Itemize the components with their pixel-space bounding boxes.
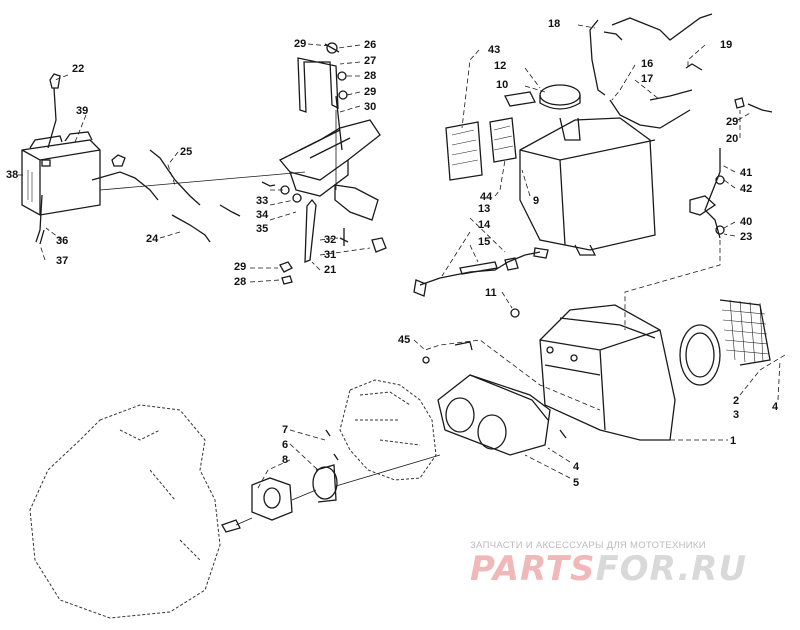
- callout-14: 14: [478, 219, 491, 231]
- callout-17: 17: [641, 73, 653, 85]
- callout-24: 24: [146, 233, 159, 245]
- callout-4: 4: [573, 461, 580, 473]
- callout-2: 2: [733, 395, 739, 407]
- callout-29: 29: [726, 116, 738, 128]
- callout-35: 35: [256, 223, 268, 235]
- watermark: ЗАПЧАСТИ И АКСЕССУАРЫ ДЛЯ МОТОТЕХНИКИ PA…: [470, 540, 790, 589]
- callout-41: 41: [740, 167, 752, 179]
- intake-adaptor: [422, 341, 567, 456]
- engine-outline: [29, 404, 241, 619]
- callout-43: 43: [488, 44, 500, 56]
- battery-cables: [91, 149, 241, 243]
- callout-9: 9: [533, 195, 539, 207]
- callout-22: 22: [72, 63, 84, 75]
- callout-20: 20: [726, 133, 738, 145]
- air-silencer: [510, 299, 771, 441]
- callout-37: 37: [56, 255, 68, 267]
- watermark-logo-accent: FOR.RU: [595, 549, 748, 589]
- callout-36: 36: [56, 235, 68, 247]
- leader-lines: [18, 24, 786, 526]
- callout-33: 33: [256, 195, 268, 207]
- callout-11: 11: [485, 287, 497, 299]
- callout-16: 16: [641, 58, 653, 70]
- callout-44: 44: [480, 191, 493, 203]
- callout-45: 45: [398, 334, 410, 346]
- callout-4: 4: [772, 401, 779, 413]
- right-hardware: [685, 63, 773, 235]
- callout-34: 34: [256, 209, 269, 221]
- battery: [21, 73, 101, 245]
- callout-29: 29: [364, 86, 376, 98]
- callout-31: 31: [324, 249, 336, 261]
- callout-5: 5: [573, 477, 579, 489]
- callout-42: 42: [740, 183, 752, 195]
- callout-1: 1: [730, 435, 736, 447]
- callout-32: 32: [324, 234, 336, 246]
- callout-30: 30: [364, 101, 376, 113]
- callout-29: 29: [294, 38, 306, 50]
- callout-19: 19: [720, 39, 732, 51]
- tank-pads: [445, 91, 536, 181]
- callout-18: 18: [548, 18, 560, 30]
- callout-numbers: 1 2 3 4 4 5 6 7 8 9 10 11 12 13 14 15 16…: [6, 18, 779, 489]
- carburetor: [251, 379, 437, 521]
- callout-38: 38: [6, 169, 18, 181]
- callout-21: 21: [324, 264, 336, 276]
- battery-bracket: [278, 42, 381, 221]
- callout-29: 29: [234, 261, 246, 273]
- callout-7: 7: [282, 424, 288, 436]
- callout-26: 26: [364, 39, 376, 51]
- callout-28: 28: [234, 276, 246, 288]
- callout-13: 13: [478, 203, 490, 215]
- callout-10: 10: [496, 79, 508, 91]
- callout-6: 6: [282, 439, 288, 451]
- callout-12: 12: [494, 60, 506, 72]
- callout-28: 28: [364, 70, 376, 82]
- watermark-logo: PARTSFOR.RU: [470, 549, 790, 589]
- callout-25: 25: [180, 146, 192, 158]
- callout-8: 8: [282, 454, 288, 466]
- callout-27: 27: [364, 55, 376, 67]
- watermark-subtitle: ЗАПЧАСТИ И АКСЕССУАРЫ ДЛЯ МОТОТЕХНИКИ: [470, 540, 706, 551]
- callout-3: 3: [733, 409, 739, 421]
- callout-23: 23: [740, 231, 752, 243]
- oil-lines: [413, 171, 721, 297]
- watermark-logo-main: PARTS: [470, 549, 596, 589]
- oil-tank: [519, 13, 713, 256]
- callout-39: 39: [76, 105, 88, 117]
- callout-15: 15: [478, 236, 490, 248]
- callout-40: 40: [740, 216, 752, 228]
